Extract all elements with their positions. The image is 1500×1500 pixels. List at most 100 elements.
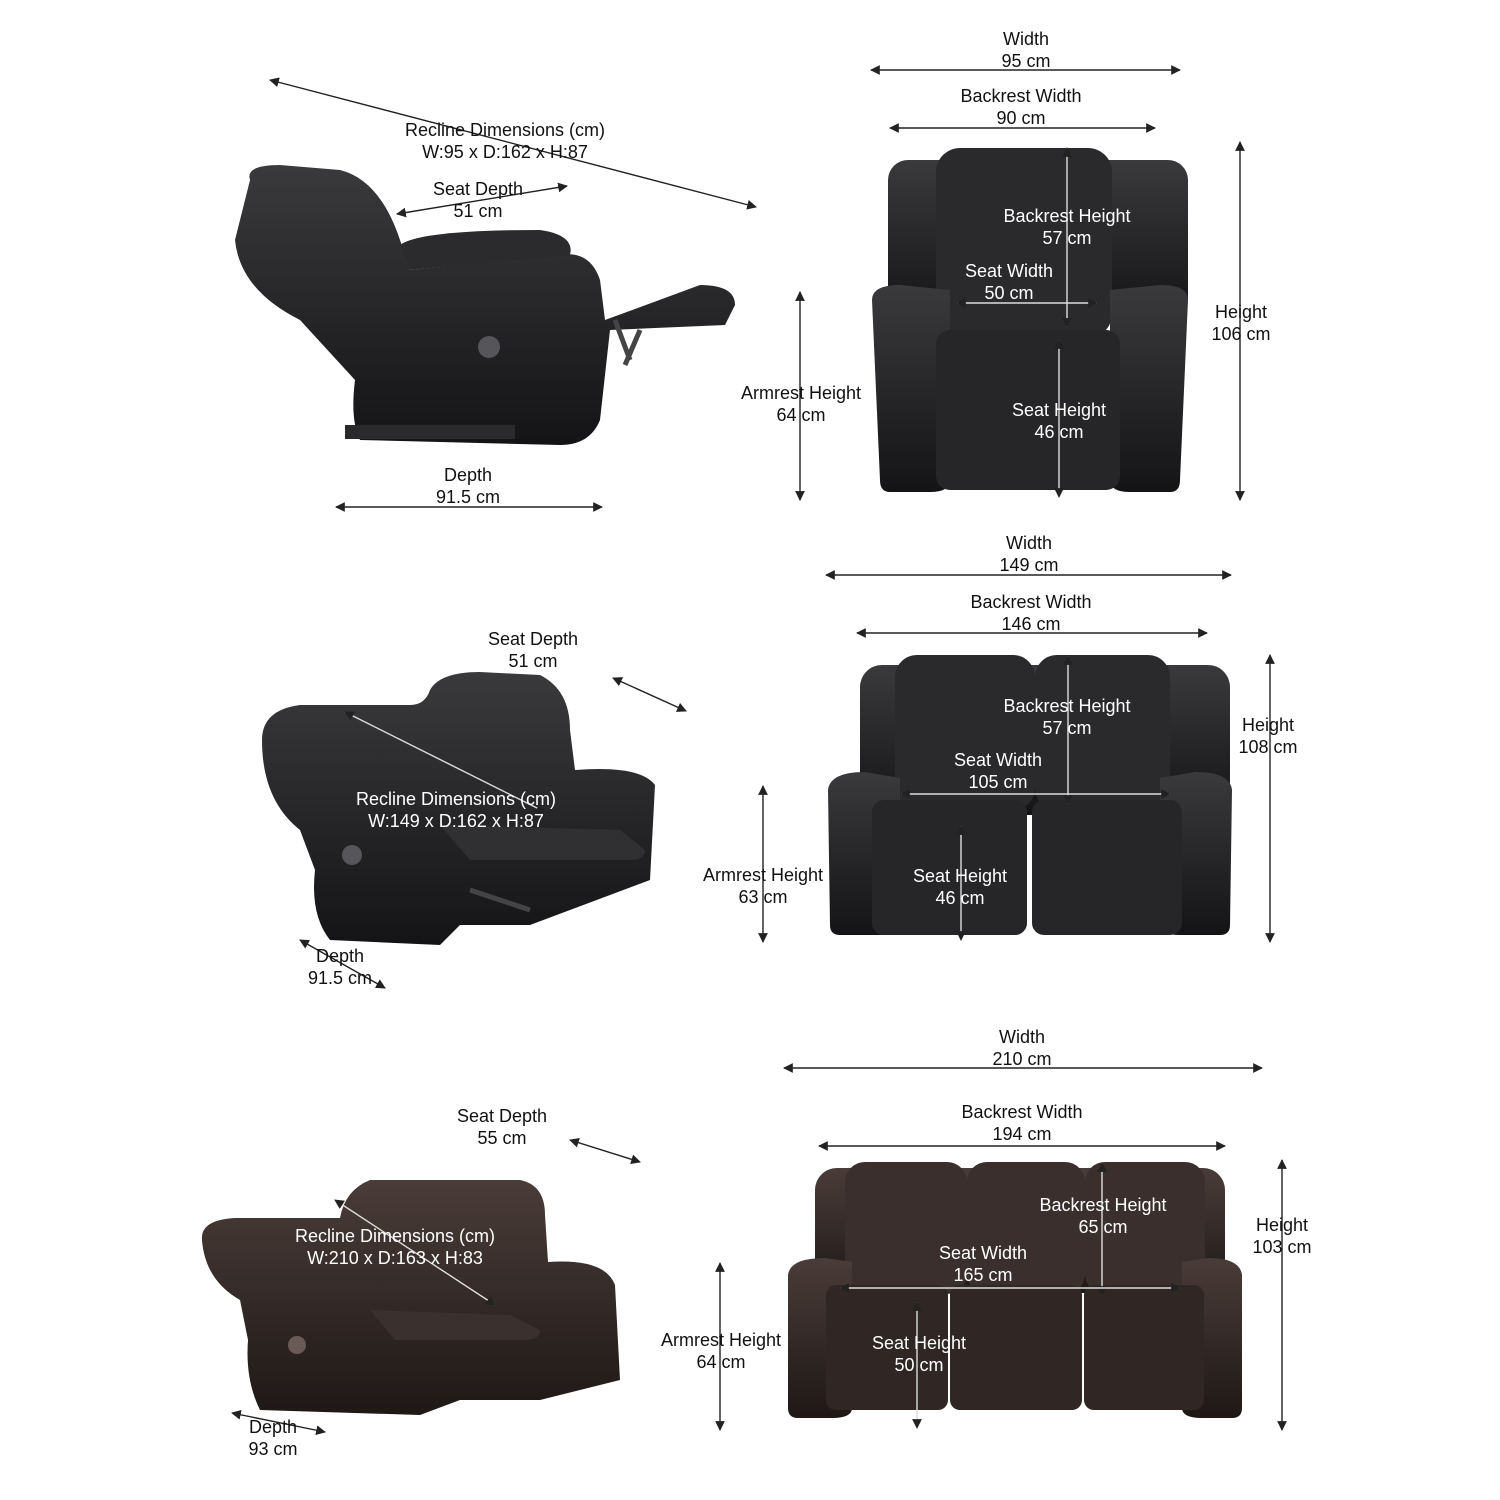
seat-width-label: Seat Width <box>938 1243 1028 1263</box>
seat-depth-label: Seat Depth <box>432 179 524 199</box>
seat-depth-value: 51 cm <box>453 201 503 221</box>
seat-width-value: 165 cm <box>953 1265 1013 1285</box>
backrest-width-value: 194 cm <box>992 1124 1052 1144</box>
armrest-height-label: Armrest Height <box>740 383 862 403</box>
recline-value: W:95 x D:162 x H:87 <box>422 142 588 162</box>
armrest-height-value: 64 cm <box>776 405 826 425</box>
seat-width-value: 105 cm <box>968 772 1028 792</box>
backrest-height-label: Backrest Height <box>1039 1195 1167 1215</box>
seat-depth-value: 51 cm <box>508 651 558 671</box>
armrest-height-label: Armrest Height <box>660 1330 782 1350</box>
armrest-height-value: 63 cm <box>738 887 788 907</box>
two-seater-recline-dimensions: Recline Dimensions (cm)W:149 x D:162 x H… <box>356 788 556 832</box>
seat-height-label: Seat Height <box>871 1333 967 1353</box>
depth-value: 91.5 cm <box>435 487 501 507</box>
height-value: 106 cm <box>1211 324 1271 344</box>
two-seater-depth-line <box>299 939 386 989</box>
height-label: Height <box>1255 1215 1309 1235</box>
seat-height-label: Seat Height <box>912 866 1008 886</box>
backrest-width-label: Backrest Width <box>961 1102 1083 1122</box>
recline-value: W:149 x D:162 x H:87 <box>368 811 544 831</box>
armrest-height-label: Armrest Height <box>702 865 824 885</box>
backrest-height-value: 57 cm <box>1042 228 1092 248</box>
seat-height-value: 50 cm <box>894 1355 944 1375</box>
three-seater-side-view <box>201 1180 620 1415</box>
single-recline-line <box>269 77 757 210</box>
recline-title: Recline Dimensions (cm) <box>355 789 557 809</box>
three-seater-depth-line <box>231 1409 326 1436</box>
two-seater-seat-depth-line <box>612 677 687 712</box>
seat-height-value: 46 cm <box>1034 422 1084 442</box>
backrest-width-label: Backrest Width <box>970 592 1092 612</box>
depth-label: Depth <box>315 946 365 966</box>
backrest-width-value: 90 cm <box>996 108 1046 128</box>
width-value: 95 cm <box>1001 51 1051 71</box>
single-seat-depth-line <box>396 182 568 218</box>
three-seater-recline-line <box>334 1199 496 1306</box>
width-value: 149 cm <box>999 555 1059 575</box>
backrest-height-value: 65 cm <box>1078 1217 1128 1237</box>
seat-depth-label: Seat Depth <box>487 629 579 649</box>
width-value: 210 cm <box>992 1049 1052 1069</box>
height-value: 103 cm <box>1252 1237 1312 1257</box>
depth-label: Depth <box>443 465 493 485</box>
recline-title: Recline Dimensions (cm) <box>294 1226 496 1246</box>
backrest-width-value: 146 cm <box>1001 614 1061 634</box>
seat-height-label: Seat Height <box>1011 400 1107 420</box>
recline-title: Recline Dimensions (cm) <box>404 120 606 140</box>
backrest-height-value: 57 cm <box>1042 718 1092 738</box>
armrest-height-value: 64 cm <box>696 1352 746 1372</box>
width-label: Width <box>998 1027 1045 1047</box>
seat-depth-label: Seat Depth <box>456 1106 548 1126</box>
seat-width-value: 50 cm <box>984 283 1034 303</box>
single-recliner-side-view <box>235 165 735 445</box>
dimension-lines <box>231 65 1287 1436</box>
three-seater-seat-depth-line <box>569 1137 641 1165</box>
seat-depth-value: 55 cm <box>477 1128 527 1148</box>
three-seater-front-view <box>788 1162 1242 1418</box>
seat-width-label: Seat Width <box>953 750 1043 770</box>
seat-width-label: Seat Width <box>964 261 1054 281</box>
height-value: 108 cm <box>1238 737 1298 757</box>
depth-label: Depth <box>248 1417 298 1437</box>
two-seater-recline-line <box>344 711 546 813</box>
depth-value: 93 cm <box>248 1439 298 1459</box>
depth-value: 91.5 cm <box>307 968 373 988</box>
backrest-width-label: Backrest Width <box>960 86 1082 106</box>
width-label: Width <box>1002 29 1049 49</box>
backrest-height-label: Backrest Height <box>1003 206 1131 226</box>
height-label: Height <box>1241 715 1295 735</box>
three-seater-recline-dimensions: Recline Dimensions (cm)W:210 x D:163 x H… <box>295 1225 495 1269</box>
recline-value: W:210 x D:163 x H:83 <box>307 1248 483 1268</box>
height-label: Height <box>1214 302 1268 322</box>
